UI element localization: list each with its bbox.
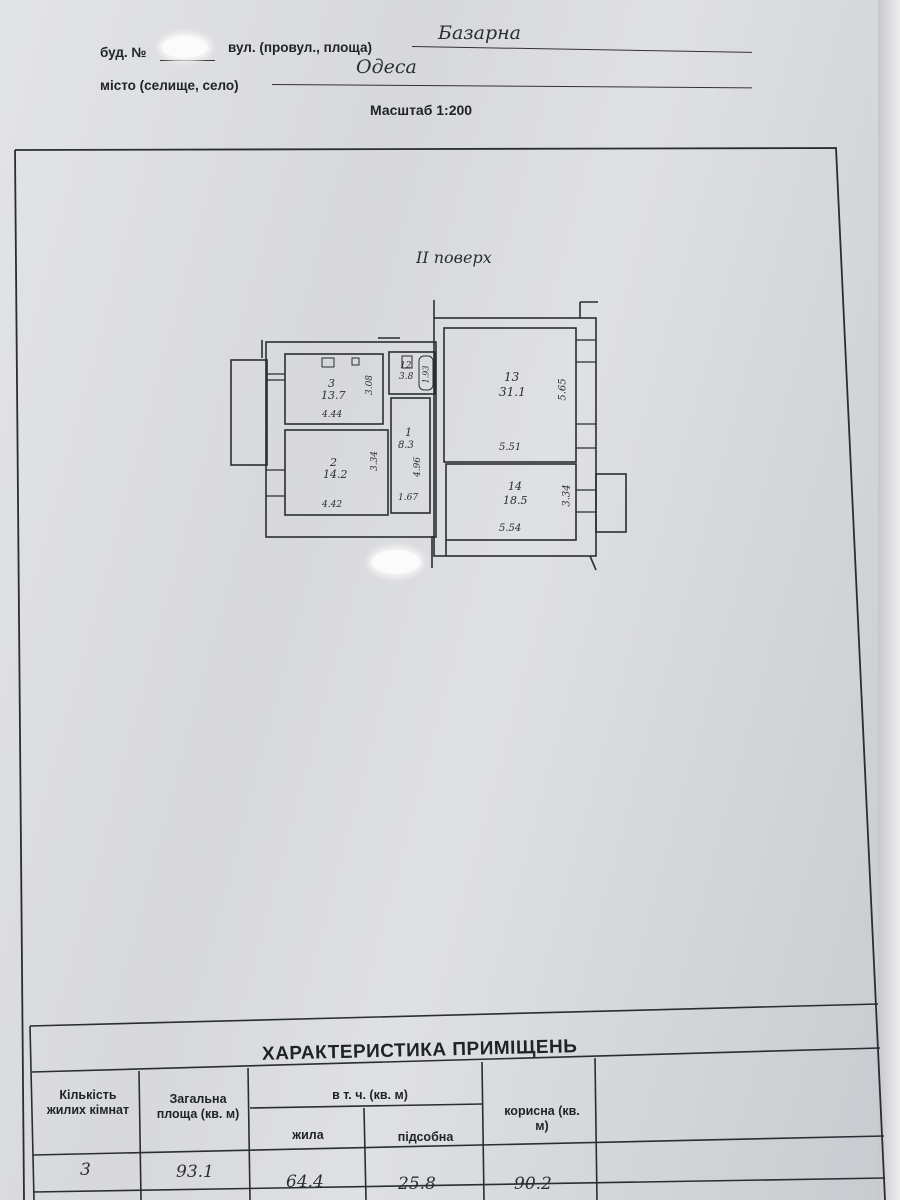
room-13-number: 13 (504, 370, 520, 384)
street-value: Базарна (438, 22, 521, 44)
room-2-height: 3.34 (370, 450, 381, 472)
table-grid (29, 1003, 886, 1200)
col-header-aux: підсобна (397, 1130, 454, 1144)
frame-top-right (14, 147, 886, 1200)
room-13-height: 5.65 (557, 378, 569, 401)
room-3-area: 13.7 (321, 389, 346, 402)
room-12-number: 12 (400, 361, 412, 371)
cell-total: 93.1 (176, 1162, 214, 1182)
col-header-total: Загальна площа (кв. м) (156, 1092, 240, 1121)
cell-rooms: 3 (80, 1160, 91, 1180)
room-1-height: 4.96 (413, 456, 424, 478)
right-block-outer (433, 317, 597, 557)
scale-label: Масштаб 1:200 (370, 102, 473, 118)
plan-walls (230, 300, 627, 571)
room-14-area: 18.5 (503, 494, 528, 507)
toilet-icon (401, 355, 413, 369)
redaction-blur-plan (372, 550, 420, 574)
col-header-rooms: Кількість жилих кімнат (46, 1088, 130, 1117)
sink-icon (351, 357, 360, 366)
room-12-area: 3.8 (399, 372, 414, 382)
plan-windows (266, 339, 596, 513)
left-annex (230, 359, 268, 466)
room-3-number: 3 (328, 377, 335, 390)
room-13-outline (443, 327, 577, 463)
stove-icon (321, 357, 335, 368)
redaction-blur (162, 36, 208, 58)
floor-label: II поверх (416, 248, 492, 267)
room-2-area: 14.2 (323, 468, 348, 481)
frame-left (14, 149, 25, 1200)
room-1-area-label: 8.3 (398, 440, 414, 451)
building-number-underline (160, 60, 215, 61)
col-header-living: жила (292, 1128, 324, 1142)
room-13-area: 31.1 (499, 385, 526, 399)
room-3-width: 4.44 (322, 410, 343, 420)
cell-aux: 25.8 (398, 1174, 436, 1194)
street-label: вул. (провул., площа) (228, 40, 372, 55)
bathtub-icon (418, 355, 434, 391)
room-12-outline (388, 351, 436, 395)
room-3-outline (284, 353, 384, 425)
room-2-width: 4.42 (322, 500, 343, 510)
room-1-number: 1 (405, 426, 412, 439)
room-14-height: 3.34 (561, 484, 573, 507)
cell-useful: 90.2 (514, 1174, 552, 1194)
city-value: Одеса (356, 56, 417, 78)
building-number-label: буд. № (100, 45, 147, 60)
right-balcony (595, 473, 627, 533)
room-14-outline (445, 463, 577, 541)
room-12-dim: 1.93 (421, 365, 431, 384)
room-3-height: 3.08 (365, 374, 376, 396)
room-1-outline (390, 397, 431, 514)
room-14-number: 14 (508, 480, 522, 493)
room-2-outline (284, 429, 389, 516)
room-14-width: 5.54 (499, 523, 522, 534)
cell-living: 64.4 (286, 1172, 324, 1192)
room-2-number: 2 (330, 456, 337, 469)
room-13-width: 5.51 (499, 442, 522, 453)
paper-edge (878, 0, 900, 1200)
left-block-outer (265, 341, 437, 538)
col-header-useful: корисна (кв. м) (504, 1104, 580, 1133)
room-1-width: 1.67 (398, 493, 419, 503)
city-label: місто (селище, село) (100, 78, 239, 93)
col-header-incl: в т. ч. (кв. м) (332, 1088, 408, 1102)
